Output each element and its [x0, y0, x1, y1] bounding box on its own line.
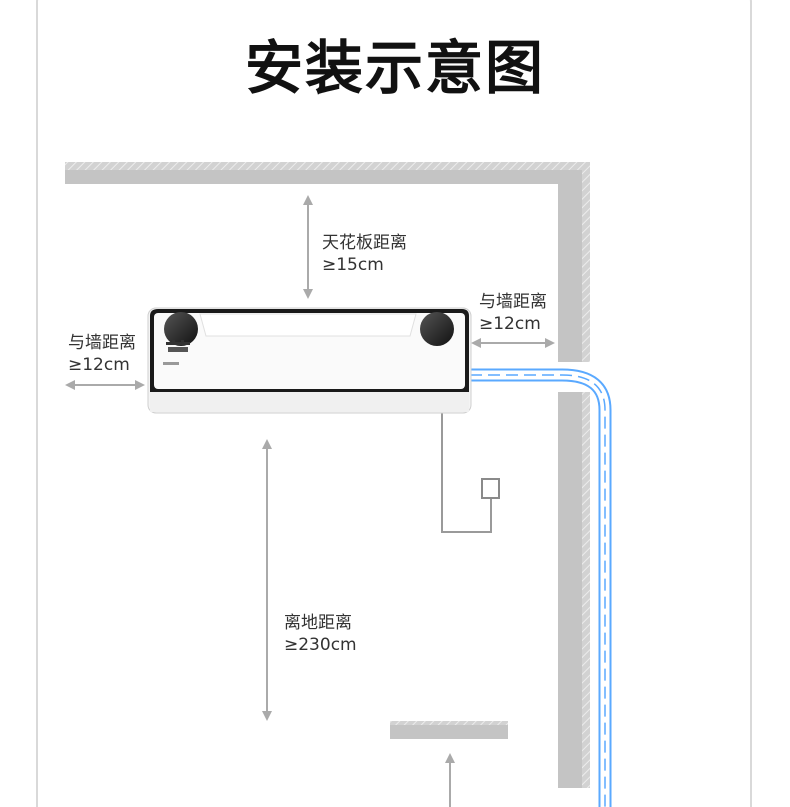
- right-wall-distance-value: ≥12cm: [479, 314, 541, 334]
- right-wall-distance-label: 与墙距离: [479, 292, 547, 312]
- brand-logo-icon: [163, 340, 190, 365]
- left-fan-grille: [164, 312, 198, 346]
- card-frame: [36, 0, 752, 807]
- power-socket: [481, 478, 500, 499]
- left-wall-distance-value: ≥12cm: [68, 355, 130, 375]
- right-fan-grille: [420, 312, 454, 346]
- right-wall: [558, 162, 590, 788]
- drain-pipe: [470, 368, 612, 807]
- floor-slab: [390, 725, 508, 739]
- ceiling-distance-value: ≥15cm: [322, 255, 384, 275]
- ceiling-distance-label: 天花板距离: [322, 233, 407, 253]
- power-cord: [441, 412, 492, 533]
- heater-unit: [147, 307, 472, 414]
- floor-distance-value: ≥230cm: [284, 635, 357, 655]
- floor-distance-label: 离地距离: [284, 613, 352, 633]
- left-wall-distance-label: 与墙距离: [68, 333, 136, 353]
- page-title: 安装示意图: [244, 34, 545, 102]
- floor-slab-hatch: [390, 721, 508, 725]
- ceiling: [65, 162, 590, 184]
